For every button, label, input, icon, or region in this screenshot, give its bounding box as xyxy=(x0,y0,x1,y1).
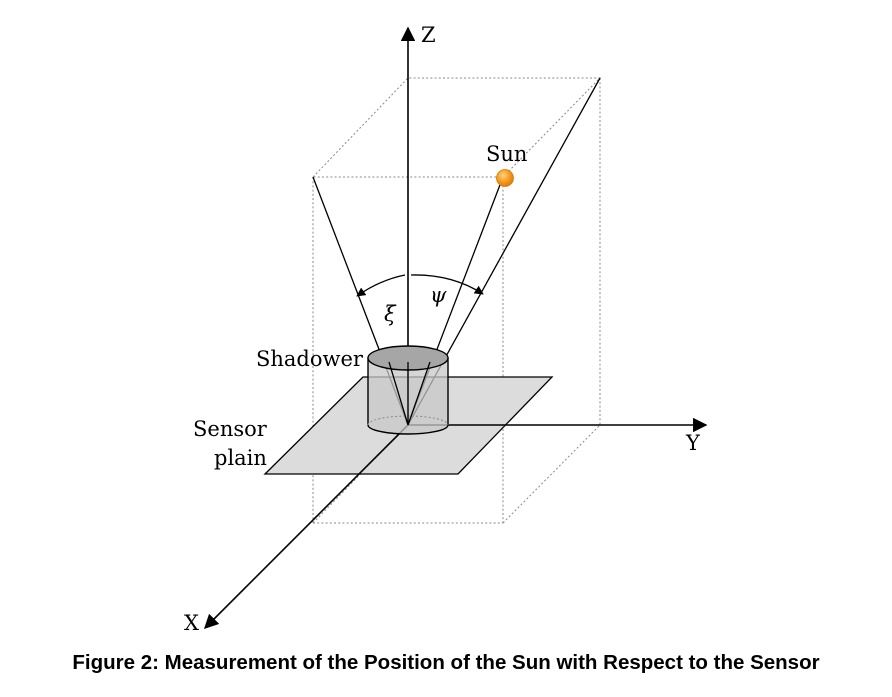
xi-angle-label: ξ xyxy=(384,302,397,326)
psi-angle-arc xyxy=(410,274,484,295)
sun-marker xyxy=(496,169,514,187)
sensor-label-line2: plain xyxy=(214,446,267,470)
x-axis xyxy=(203,424,409,630)
shadower-cylinder xyxy=(367,345,449,435)
z-axis-label: Z xyxy=(421,23,436,47)
psi-angle-label: ψ xyxy=(430,283,447,307)
xi-angle-arc xyxy=(356,274,406,297)
sun-ray-lines xyxy=(312,77,601,426)
shadower-label: Shadower xyxy=(256,347,364,371)
y-axis-label: Y xyxy=(685,431,701,455)
x-axis-label: X xyxy=(184,611,199,635)
sensor-label-line1: Sensor xyxy=(193,417,268,441)
sun-label: Sun xyxy=(486,142,527,166)
figure-caption: Figure 2: Measurement of the Position of… xyxy=(72,651,820,674)
